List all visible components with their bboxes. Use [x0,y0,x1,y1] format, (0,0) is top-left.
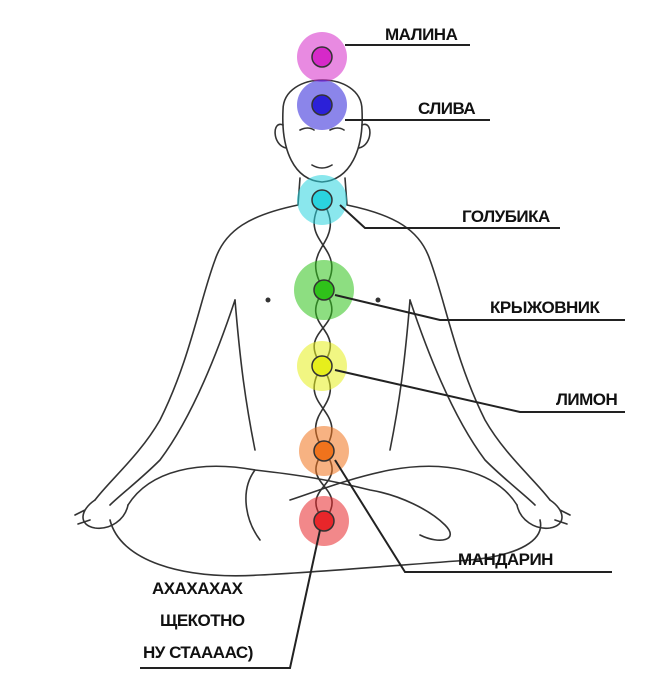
chakra-7 [299,496,349,546]
chakra-5 [297,341,347,391]
chakra-label-sliva: СЛИВА [418,99,475,118]
chakra-label-golubika: ГОЛУБИКА [462,207,550,226]
chakra-3 [297,175,347,225]
chakra-layer [294,32,354,546]
caption-line-1: АХАХАХАХ [152,579,244,598]
label-layer: МАЛИНА СЛИВА ГОЛУБИКА КРЫЖОВНИК ЛИМОН МА… [140,25,625,669]
meditating-figure [74,79,571,577]
energy-channel [313,199,333,522]
chakra-label-limon: ЛИМОН [556,390,618,409]
chakra-4 [294,260,354,320]
caption-line-3: НУ СТААААС) [143,643,253,662]
chakra-core [313,510,335,532]
chakra-core [313,279,335,301]
chakra-1 [297,32,347,82]
chakra-2 [297,80,347,130]
chakra-core [313,440,335,462]
caption-line-2: ЩЕКОТНО [160,611,245,630]
chakra-core [311,46,333,68]
chakra-label-malina: МАЛИНА [385,25,458,44]
chakra-label-mandarin: МАНДАРИН [458,550,553,569]
chakra-core [311,355,333,377]
chakra-label-kryzhovnik: КРЫЖОВНИК [490,298,600,317]
chakra-core [311,189,333,211]
chakra-6 [299,426,349,476]
chakra-core [311,94,333,116]
